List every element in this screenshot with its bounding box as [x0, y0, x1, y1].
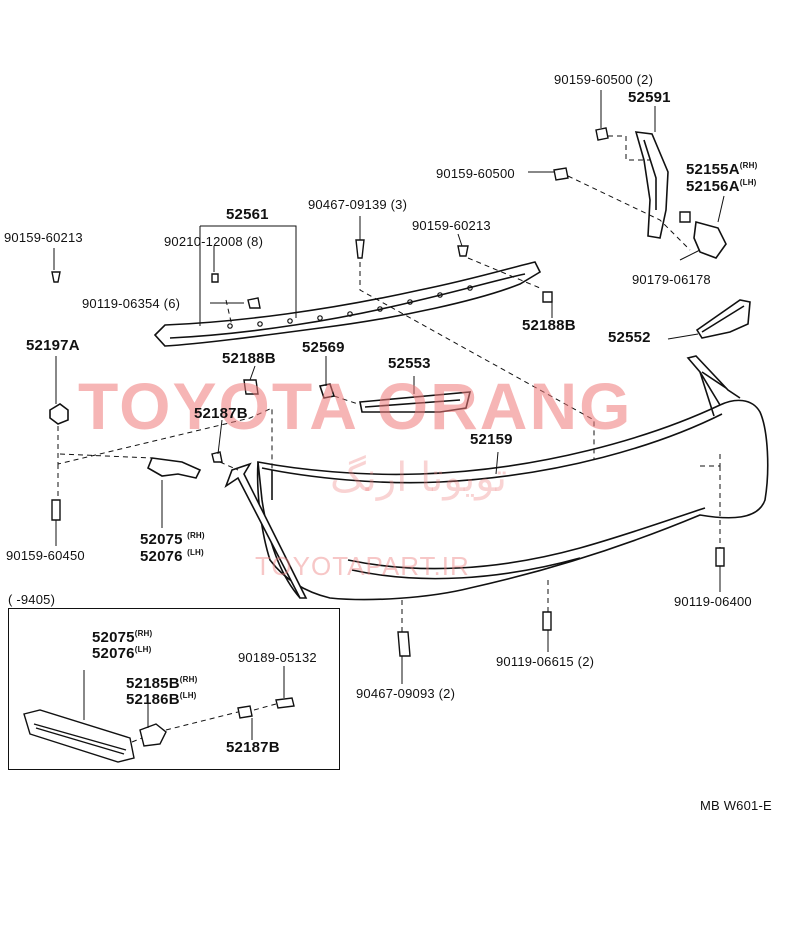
label-90159-60213-center: 90159-60213 [412, 218, 491, 233]
label-52591: 52591 [628, 89, 671, 106]
reinforcement-52561 [153, 261, 542, 347]
label-52159: 52159 [470, 431, 513, 448]
inset-panel [8, 608, 340, 770]
watermark-persian: تویوتا ارنگ [330, 455, 507, 501]
label-52561: 52561 [226, 206, 269, 223]
label-90159-60213-left: 90159-60213 [4, 230, 83, 245]
label-90119-06354-qty6: 90119-06354 (6) [82, 296, 181, 311]
clip-52197a [49, 403, 69, 425]
label-90467-09139-qty3: 90467-09139 (3) [308, 197, 408, 212]
label-90467-09093-qty2: 90467-09093 (2) [356, 686, 456, 701]
watermark-site: TOYOTAPART.IR [255, 551, 470, 581]
label-52569: 52569 [302, 339, 345, 356]
extension-52552 [695, 299, 751, 339]
label-52553: 52553 [388, 355, 431, 372]
label-90210-12008-qty8: 90210-12008 (8) [164, 234, 264, 249]
label-90179-06178: 90179-06178 [632, 272, 711, 287]
garnish-52553 [359, 391, 472, 413]
label-52197a: 52197A [26, 337, 80, 354]
label-52076: 52076 (LH) [140, 548, 204, 565]
inset-date-range: ( -9405) [8, 592, 56, 607]
inset-label-52186b: 52186B(LH) [126, 691, 197, 708]
arrow-indicator [224, 462, 308, 599]
label-52188b-left: 52188B [222, 350, 276, 367]
bracket-52075 [146, 457, 202, 479]
label-52075: 52075 (RH) [140, 531, 205, 548]
retainer-52155a [693, 220, 727, 259]
label-52156a: 52156A(LH) [686, 178, 757, 195]
bumper-cover-52159 [256, 399, 769, 601]
inset-label-90189-05132: 90189-05132 [238, 650, 317, 665]
label-90119-06615-qty2: 90119-06615 (2) [496, 654, 595, 669]
label-90159-60450: 90159-60450 [6, 548, 85, 563]
label-90159-60500-qty2: 90159-60500 (2) [554, 72, 654, 87]
label-90119-06400: 90119-06400 [674, 594, 752, 609]
label-52187b: 52187B [194, 405, 248, 422]
inset-label-52185b: 52185B(RH) [126, 675, 198, 692]
bracket-52591 [634, 131, 669, 239]
label-52188b-right: 52188B [522, 317, 576, 334]
watermark-brand: TOYOTA ORANG [78, 369, 633, 443]
label-90159-60500: 90159-60500 [436, 166, 515, 181]
label-52155a: 52155A(RH) [686, 161, 758, 178]
inset-label-52187b: 52187B [226, 739, 280, 756]
inset-artwork [23, 666, 295, 763]
inset-label-52075: 52075(RH) [92, 629, 153, 646]
label-52552: 52552 [608, 329, 651, 346]
diagram-code: MB W601-E [700, 798, 772, 813]
inset-label-52076: 52076(LH) [92, 645, 152, 662]
